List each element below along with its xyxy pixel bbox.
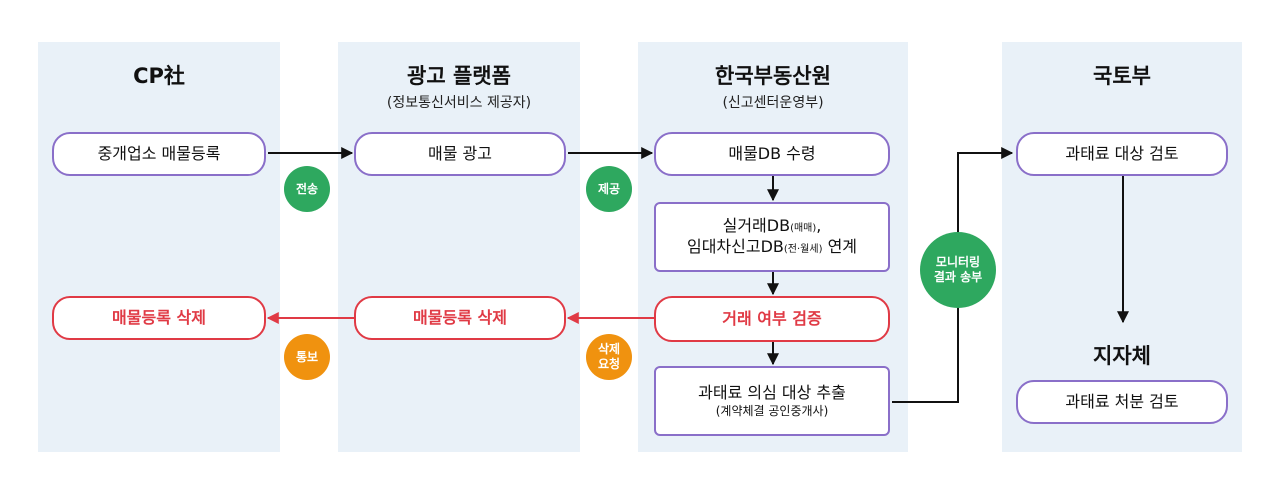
- monitoring-badge: 모니터링 결과 송부: [920, 232, 996, 308]
- provide-badge: 제공: [586, 166, 632, 212]
- cp-delete-box: 매물등록 삭제: [52, 296, 266, 340]
- local-review-box: 과태료 처분 검토: [1016, 380, 1228, 424]
- delete-request-badge: 삭제 요청: [586, 334, 632, 380]
- reb-link-box: 실거래DB(매매), 임대차신고DB(전·월세) 연계: [654, 202, 890, 272]
- reb-link-line2-note: (전·월세): [783, 244, 823, 255]
- platform-ad-box: 매물 광고: [354, 132, 566, 176]
- monitoring-line1: 모니터링: [935, 255, 981, 269]
- send-badge: 전송: [284, 166, 330, 212]
- monitoring-line2: 결과 송부: [933, 270, 983, 284]
- reb-link-line2-main: 임대차신고DB: [686, 237, 784, 256]
- delete-request-line1: 삭제: [597, 342, 621, 356]
- platform-subtitle: (정보통신서비스 제공자): [386, 95, 532, 111]
- delete-request-line2: 요청: [597, 357, 621, 371]
- reb-link-line1-main: 실거래DB: [722, 216, 791, 236]
- column-platform: [338, 42, 580, 452]
- platform-delete-box: 매물등록 삭제: [354, 296, 566, 340]
- reb-subtitle: (신고센터운영부): [722, 95, 824, 111]
- reb-link-line1: 실거래DB(매매),: [723, 216, 822, 237]
- reb-link-line1-note: (매매): [790, 223, 817, 235]
- column-cp: [38, 42, 280, 452]
- reb-verify-box: 거래 여부 검증: [654, 296, 890, 342]
- local-gov-title: 지자체: [1093, 344, 1151, 368]
- reb-link-line2-suffix: 연계: [822, 237, 858, 256]
- reb-extract-label: 과태료 의심 대상 추출: [698, 382, 846, 402]
- cp-title: CP社: [133, 64, 185, 88]
- platform-title: 광고 플랫폼: [407, 64, 511, 88]
- reb-receive-box: 매물DB 수령: [654, 132, 890, 176]
- reb-link-line1-comma: ,: [816, 216, 822, 236]
- molit-title: 국토부: [1093, 64, 1151, 88]
- reb-title: 한국부동산원: [715, 64, 831, 88]
- reb-extract-box: 과태료 의심 대상 추출 (계약체결 공인중개사): [654, 366, 890, 436]
- notify-badge: 통보: [284, 334, 330, 380]
- molit-review-box: 과태료 대상 검토: [1016, 132, 1228, 176]
- reb-link-line2: 임대차신고DB(전·월세) 연계: [687, 237, 857, 258]
- cp-register-box: 중개업소 매물등록: [52, 132, 266, 176]
- reb-extract-sub: (계약체결 공인중개사): [715, 403, 829, 418]
